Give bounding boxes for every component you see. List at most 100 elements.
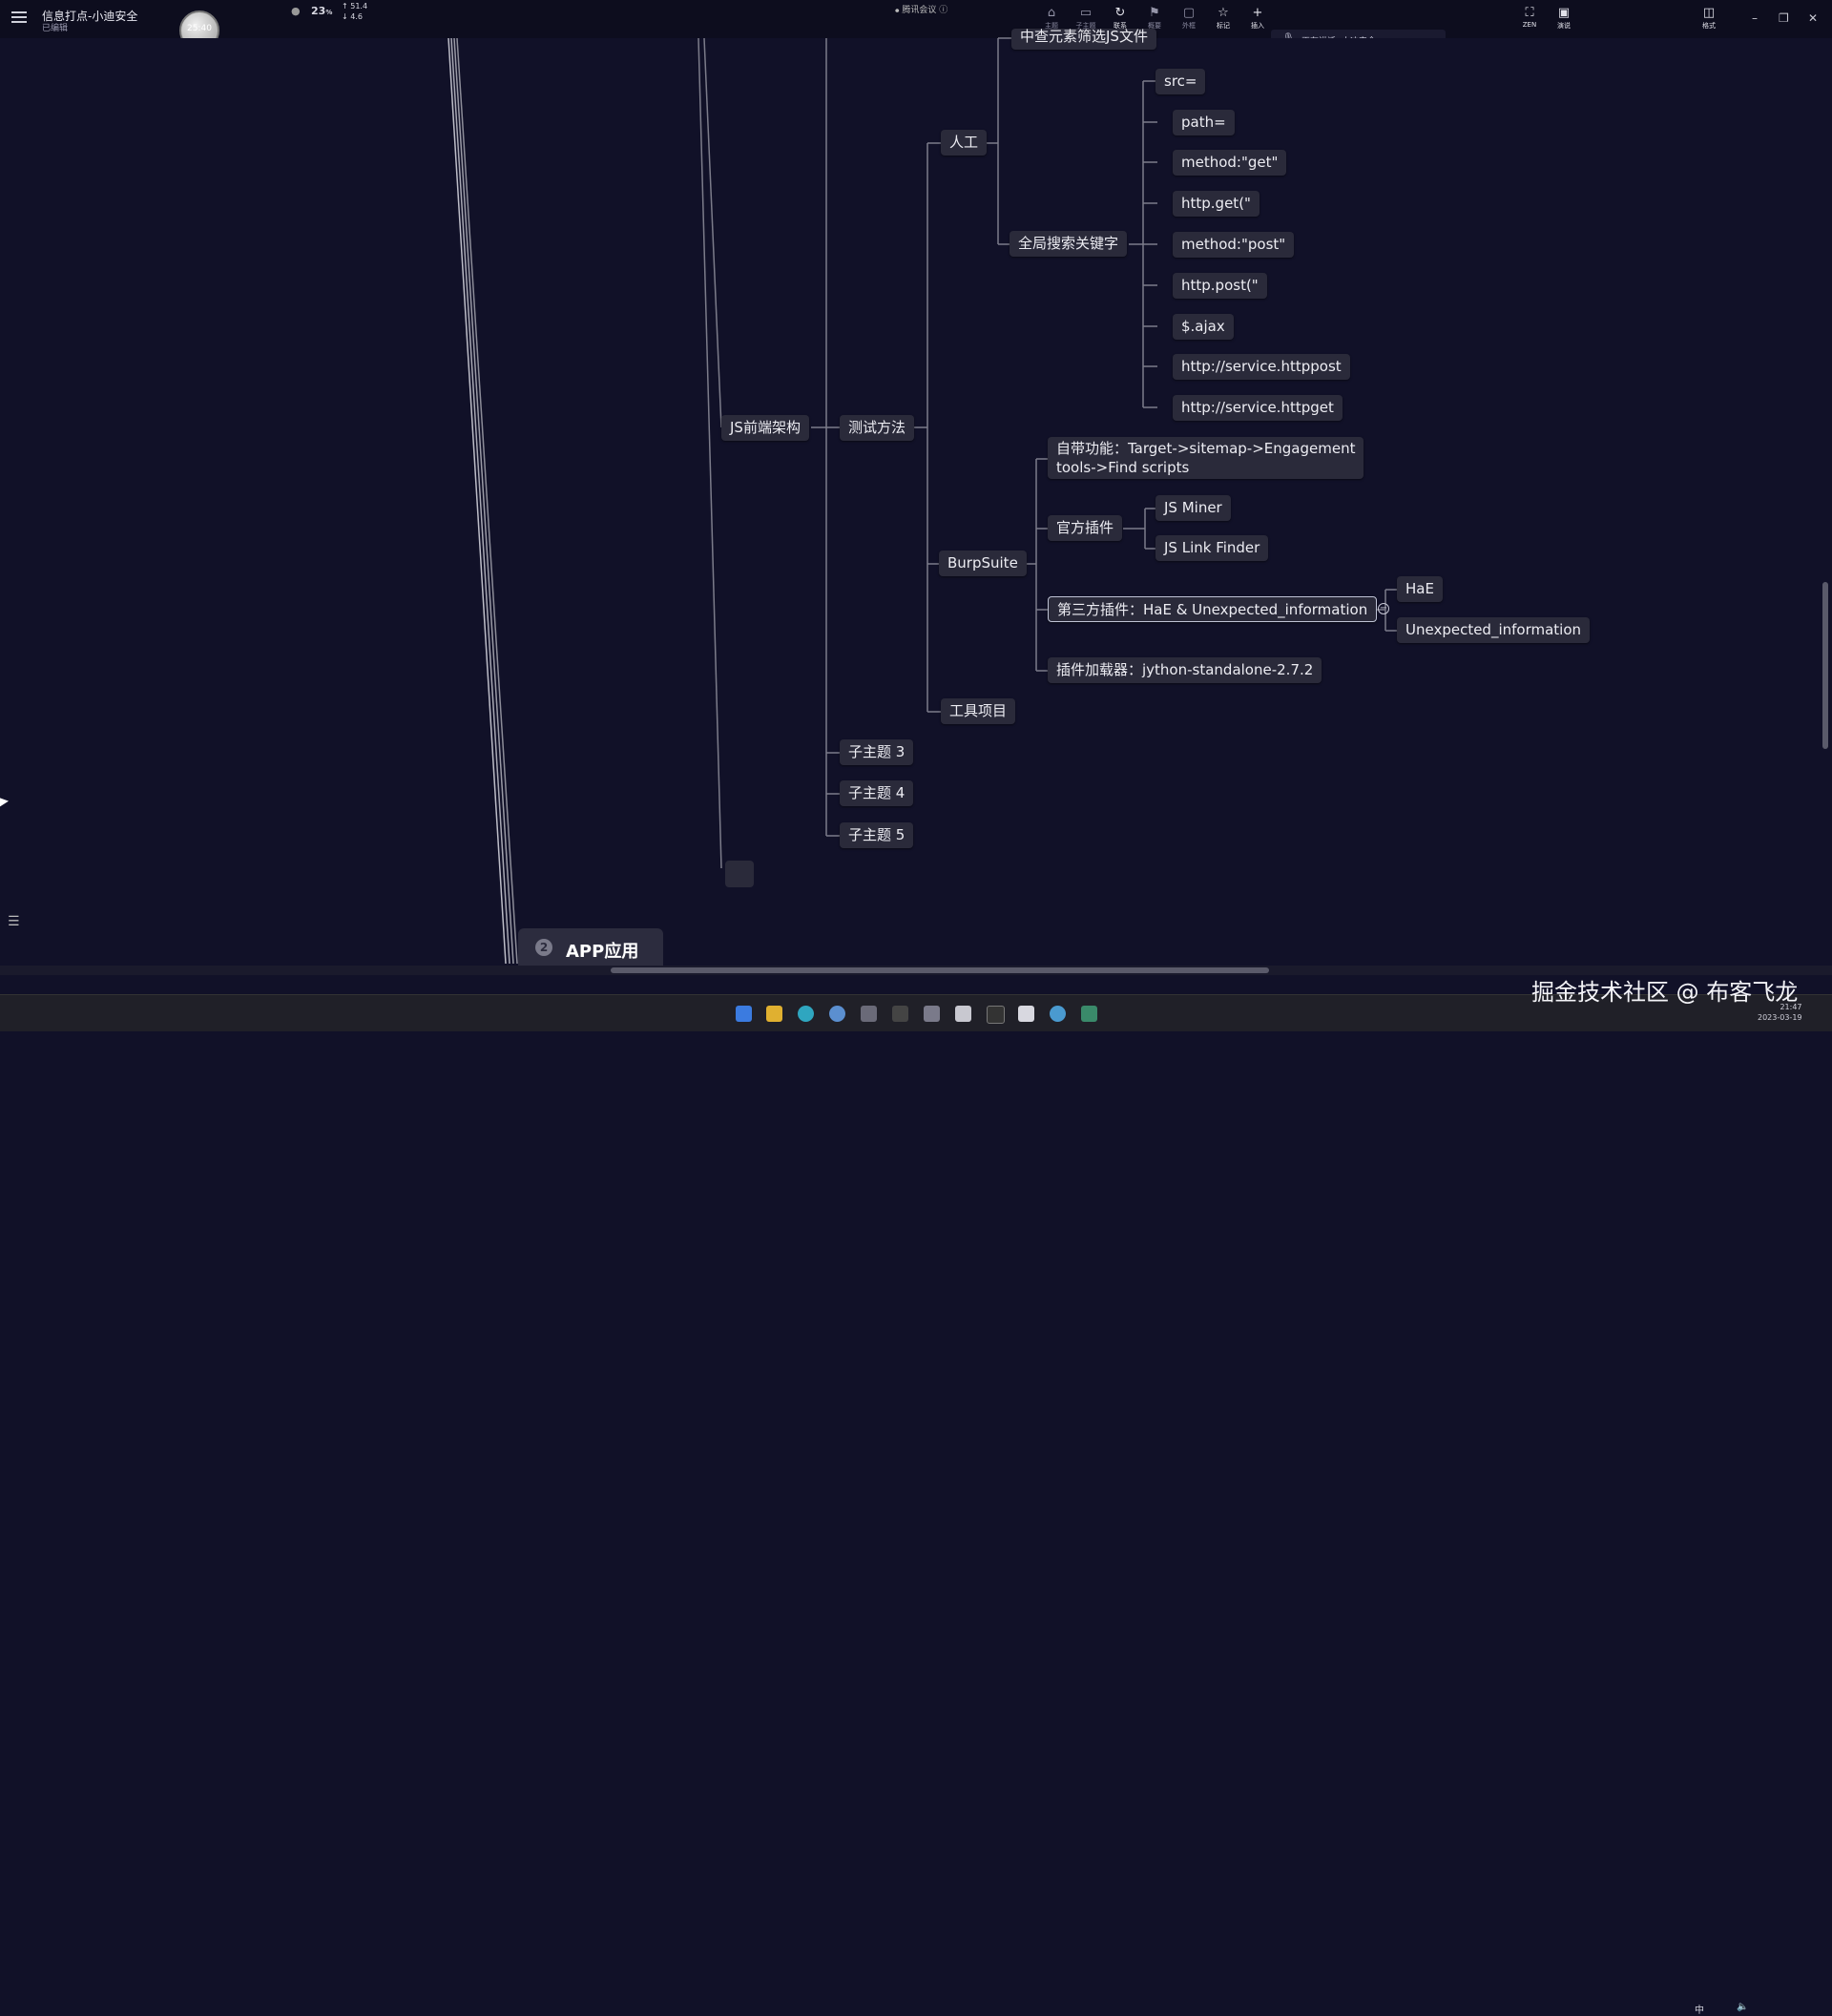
app-icon[interactable] bbox=[861, 1006, 877, 1022]
node-keyword[interactable]: path= bbox=[1173, 110, 1235, 135]
toolbar-icon: ▣ bbox=[1557, 6, 1571, 20]
node-subtopic-4[interactable]: 子主题 4 bbox=[840, 780, 914, 806]
cpu-unit: % bbox=[325, 9, 333, 16]
node-manual[interactable]: 人工 bbox=[941, 130, 988, 156]
node-test-method[interactable]: 测试方法 bbox=[840, 415, 915, 441]
node-third-party-plugins[interactable]: 第三方插件：HaE & Unexpected_information bbox=[1048, 596, 1378, 622]
system-clock[interactable]: 21:47 2023-03-19 bbox=[1758, 1002, 1802, 1023]
toolbar-button-label: 外框 bbox=[1182, 22, 1196, 30]
app-section-tab[interactable]: 2 APP应用 bbox=[518, 928, 663, 966]
toolbar-button-label: 子主题 bbox=[1075, 22, 1096, 30]
toolbar-button-label: 联系 bbox=[1114, 22, 1127, 30]
minimize-button[interactable]: – bbox=[1752, 11, 1758, 25]
node-keyword[interactable]: http://service.httpget bbox=[1173, 395, 1343, 421]
signal-icon: ⦁ bbox=[895, 6, 903, 15]
notepad-icon[interactable] bbox=[955, 1006, 971, 1022]
node-keyword[interactable]: http.post(" bbox=[1173, 273, 1267, 299]
net-download: ↓ 4.6 bbox=[342, 12, 363, 21]
ime-indicator[interactable]: 中 bbox=[1695, 2006, 1704, 2016]
toolbar-button-label: 插入 bbox=[1251, 22, 1264, 30]
document-title: 信息打点-小迪安全 bbox=[42, 10, 138, 23]
avatar-time: 25:40 bbox=[187, 24, 212, 33]
browser-icon[interactable] bbox=[829, 1006, 845, 1022]
node-keyword[interactable]: $.ajax bbox=[1173, 314, 1234, 340]
cpu-usage: 23% bbox=[311, 5, 332, 17]
restore-button[interactable]: ❐ bbox=[1779, 11, 1789, 25]
terminal-icon[interactable] bbox=[987, 1006, 1005, 1024]
node-keyword[interactable]: http.get(" bbox=[1173, 191, 1260, 217]
right-toolbar-button-1[interactable]: ▣ 演说 bbox=[1550, 6, 1578, 31]
right-toolbar-button-0[interactable]: ⛶ZEN bbox=[1515, 6, 1544, 29]
edge-browser-icon[interactable] bbox=[798, 1006, 814, 1022]
toolbar-icon: ⛶ bbox=[1525, 6, 1534, 20]
toolbar-button-1[interactable]: ▭ 子主题 bbox=[1072, 6, 1100, 31]
title-bar: 信息打点-小迪安全 已编辑 25:40 ● 23% ↑ 51.4 ↓ 4.6 ⦁… bbox=[0, 0, 1832, 51]
node-tool-project[interactable]: 工具项目 bbox=[941, 698, 1016, 724]
toolbar-icon: ◫ bbox=[1702, 6, 1716, 20]
menu-icon[interactable] bbox=[11, 11, 27, 23]
xmind-icon[interactable] bbox=[1081, 1006, 1097, 1022]
info-icon: ⓘ bbox=[936, 6, 948, 15]
node-cut-top[interactable]: 中查元素筛选JS文件 bbox=[1011, 29, 1156, 50]
toolbar-icon: + bbox=[1252, 6, 1263, 20]
toolbar-button-label: ZEN bbox=[1522, 21, 1537, 29]
node-subtopic-3[interactable]: 子主题 3 bbox=[840, 739, 914, 765]
app-icon[interactable] bbox=[924, 1006, 940, 1022]
toolbar-icon: ↻ bbox=[1114, 6, 1126, 20]
toolbar-button-label: 标记 bbox=[1217, 22, 1230, 30]
net-upload: ↑ 51.4 bbox=[342, 2, 368, 10]
toolbar-button-3[interactable]: ⚑ 概要 bbox=[1140, 6, 1169, 31]
node-official-plugins[interactable]: 官方插件 bbox=[1048, 515, 1123, 541]
node-js-arch[interactable]: JS前端架构 bbox=[721, 415, 809, 441]
toolbar-button-label: 演说 bbox=[1557, 22, 1571, 30]
horizontal-scroll-thumb[interactable] bbox=[611, 967, 1269, 973]
file-explorer-icon[interactable] bbox=[766, 1006, 782, 1022]
node-keyword[interactable]: method:"get" bbox=[1173, 150, 1287, 176]
meeting-label: 腾讯会议 bbox=[902, 6, 937, 15]
vertical-scroll-thumb[interactable] bbox=[1822, 582, 1828, 749]
toolbar-icon: ▭ bbox=[1079, 6, 1093, 20]
app-section-label: APP应用 bbox=[566, 942, 639, 962]
node-subtopic-5[interactable]: 子主题 5 bbox=[840, 822, 914, 848]
toolbar-button-4[interactable]: ▢ 外框 bbox=[1175, 6, 1203, 31]
node-plugin-loader[interactable]: 插件加载器：jython-standalone-2.7.2 bbox=[1048, 657, 1322, 683]
node-builtin[interactable]: 自带功能：Target->sitemap->Engagement tools->… bbox=[1048, 437, 1364, 479]
watermark: 掘金技术社区 @ 布客飞龙 bbox=[1531, 979, 1799, 1006]
app-icon[interactable] bbox=[1050, 1006, 1066, 1022]
document-icon[interactable] bbox=[1018, 1006, 1034, 1022]
toolbar-button-2[interactable]: ↻ 联系 bbox=[1106, 6, 1135, 31]
node-js-link-finder[interactable]: JS Link Finder bbox=[1155, 535, 1269, 561]
document-status: 已编辑 bbox=[42, 24, 69, 33]
outline-list-icon[interactable]: ☰ bbox=[8, 914, 20, 929]
builtin-line-2: tools->Find scripts bbox=[1056, 459, 1190, 476]
toolbar-button-0[interactable]: ⌂主题 bbox=[1037, 6, 1066, 31]
clock-time: 21:47 bbox=[1780, 1003, 1802, 1011]
app-icon[interactable] bbox=[892, 1006, 908, 1022]
horizontal-scrollbar[interactable] bbox=[0, 966, 1832, 975]
node-keyword[interactable]: http://service.httppost bbox=[1173, 354, 1350, 380]
collapse-toggle-icon[interactable]: − bbox=[1378, 603, 1389, 614]
node-burpsuite[interactable]: BurpSuite bbox=[939, 551, 1027, 576]
toolbar-icon: ▢ bbox=[1182, 6, 1196, 20]
builtin-line-1: 自带功能：Target->sitemap->Engagement bbox=[1056, 440, 1356, 457]
node-keyword[interactable]: method:"post" bbox=[1173, 232, 1295, 258]
mindmap-connectors bbox=[448, 37, 1399, 965]
toolbar-button-label: 概要 bbox=[1148, 22, 1161, 30]
start-icon[interactable] bbox=[736, 1006, 752, 1022]
toolbar-icon: ☆ bbox=[1218, 6, 1229, 20]
close-button[interactable]: ✕ bbox=[1808, 11, 1819, 25]
node-global-search[interactable]: 全局搜索关键字 bbox=[1010, 231, 1128, 257]
toolbar-icon: ⚑ bbox=[1149, 6, 1160, 20]
mindmap-canvas[interactable] bbox=[0, 38, 1832, 966]
volume-icon[interactable]: 🔈 bbox=[1737, 2002, 1749, 2012]
shield-icon: ● bbox=[291, 5, 301, 17]
right-toolbar-button-2[interactable]: ◫格式 bbox=[1695, 6, 1723, 31]
cpu-value: 23 bbox=[311, 5, 326, 17]
toolbar-button-5[interactable]: ☆ 标记 bbox=[1209, 6, 1238, 31]
node-keyword[interactable]: src= bbox=[1155, 69, 1206, 94]
toolbar-button-6[interactable]: + 插入 bbox=[1243, 6, 1272, 31]
node-hae[interactable]: HaE bbox=[1397, 576, 1443, 602]
node-unexpected-information[interactable]: Unexpected_information bbox=[1397, 617, 1591, 643]
meeting-indicator[interactable]: ⦁ 腾讯会议 ⓘ bbox=[895, 3, 947, 15]
node-js-miner[interactable]: JS Miner bbox=[1155, 495, 1231, 521]
